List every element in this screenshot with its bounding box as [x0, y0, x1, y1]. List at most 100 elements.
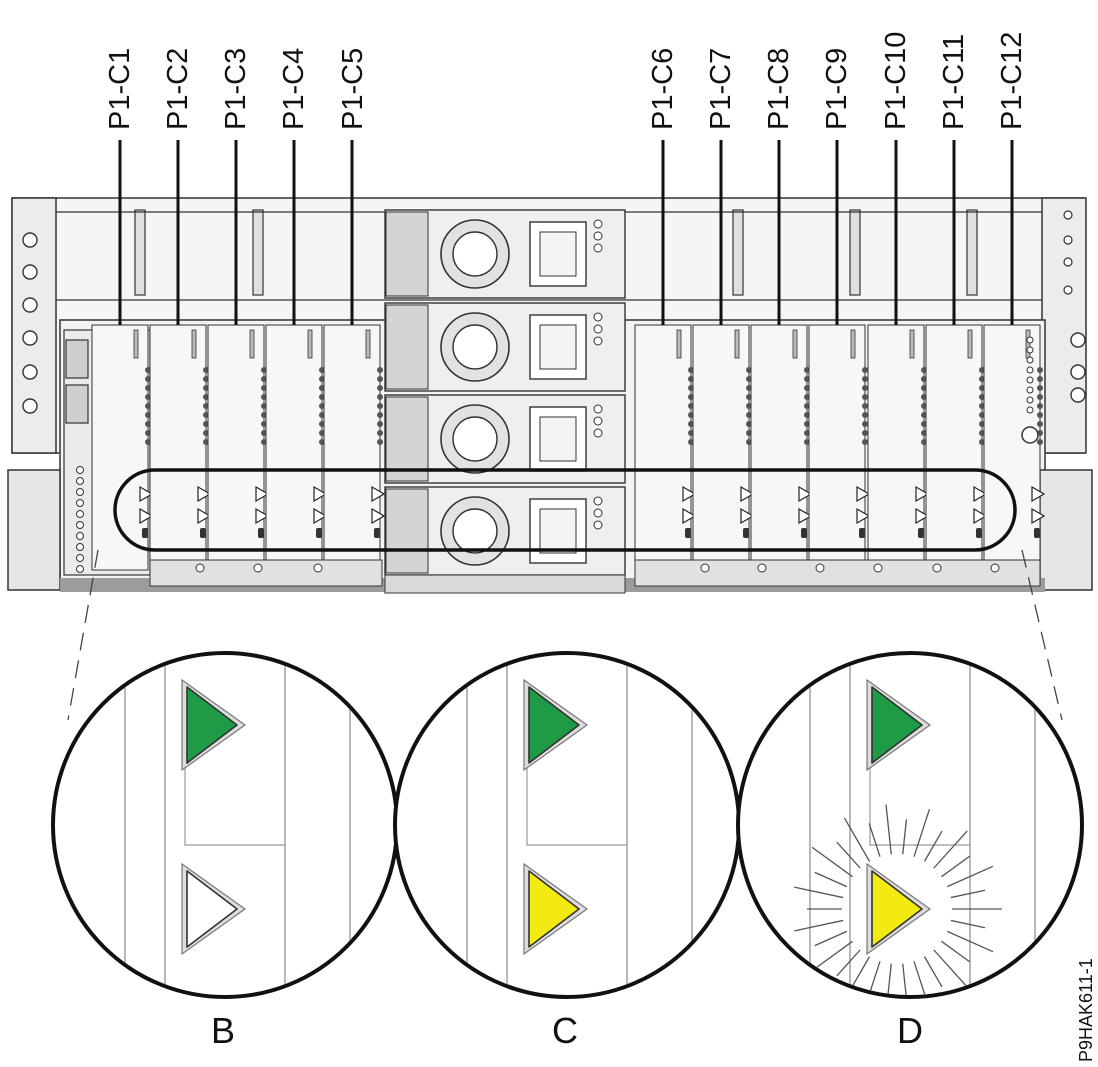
flash-ray — [913, 808, 931, 857]
status-led — [1026, 346, 1034, 354]
slot-screw — [377, 421, 383, 427]
psu-led — [593, 324, 603, 334]
panel-rail — [732, 209, 744, 296]
status-led — [1026, 336, 1034, 344]
slot-screw — [862, 385, 868, 391]
flash-rays — [794, 804, 1002, 995]
slot-led — [973, 507, 988, 525]
slot-tab — [374, 528, 380, 538]
slot-led — [915, 507, 930, 525]
slot-tab — [142, 528, 148, 538]
slot-screw — [377, 385, 383, 391]
io-led — [76, 466, 84, 474]
slot-latch — [191, 329, 197, 359]
psu-led — [593, 428, 603, 438]
zoom-circles — [51, 651, 1084, 999]
psu-led — [593, 404, 603, 414]
rack-hole — [1070, 332, 1086, 348]
slot-tab — [316, 528, 322, 538]
flash-ray — [946, 865, 994, 888]
slot-tab — [685, 528, 691, 538]
flash-ray — [923, 956, 943, 988]
slot-label-4: P1-C4 — [278, 47, 310, 130]
slot-led — [197, 485, 212, 503]
slot-led — [255, 507, 270, 525]
pcie-slot-7 — [692, 324, 750, 571]
slot-latch — [734, 329, 740, 359]
left-mount-bracket — [7, 469, 61, 591]
tray-screw — [313, 563, 323, 573]
power-led-d — [871, 686, 923, 764]
slot-latch — [133, 329, 139, 359]
slot-tab — [258, 528, 264, 538]
status-led — [1026, 386, 1034, 394]
flash-ray — [946, 930, 994, 953]
cable-tray-left — [149, 559, 383, 587]
status-led — [1026, 406, 1034, 414]
slot-led — [973, 485, 988, 503]
flash-ray — [794, 886, 844, 899]
power-led-b — [186, 686, 238, 764]
attention-led-d — [871, 870, 923, 948]
slot-tab — [801, 528, 807, 538]
tray-screw — [990, 563, 1000, 573]
psu-bay-bottom — [384, 574, 626, 594]
status-led — [1026, 366, 1034, 374]
rack-hole — [22, 398, 38, 414]
slot-screw — [862, 430, 868, 436]
slot-label-5: P1-C5 — [337, 47, 369, 130]
figure-id: P9HAK611-1 — [1076, 958, 1096, 1062]
psu-led — [593, 219, 603, 229]
slot-screw — [1037, 367, 1043, 373]
slot-screw — [377, 394, 383, 400]
psu-handle — [385, 304, 429, 390]
slot-latch — [792, 329, 798, 359]
callout-c: C — [552, 1010, 578, 1051]
slot-screw — [377, 430, 383, 436]
slot-led — [915, 485, 930, 503]
zoom-interior — [466, 655, 693, 995]
slot-latch — [307, 329, 313, 359]
io-led — [76, 477, 84, 485]
psu-led — [593, 243, 603, 253]
slot-screw — [1037, 394, 1043, 400]
slot-led — [197, 507, 212, 525]
io-led — [76, 565, 84, 573]
power-led-c — [528, 686, 580, 764]
slot-screw — [862, 367, 868, 373]
slot-screw — [862, 421, 868, 427]
flash-ray — [902, 819, 908, 855]
slot-screw — [862, 412, 868, 418]
panel-rail — [134, 209, 146, 296]
slot-label-12: P1-C12 — [996, 31, 1028, 130]
slot-led — [798, 507, 813, 525]
rack-hole — [22, 264, 38, 280]
psu-handle — [385, 211, 429, 297]
slot-led — [682, 507, 697, 525]
slot-led — [856, 507, 871, 525]
flash-ray — [941, 855, 971, 878]
slot-tab — [743, 528, 749, 538]
slot-screw — [1037, 403, 1043, 409]
io-led — [76, 554, 84, 562]
psu-inlet-socket — [539, 324, 577, 370]
tray-screw — [195, 563, 205, 573]
flash-ray — [950, 889, 986, 899]
zoom-circle-border — [736, 651, 1084, 999]
slot-outline — [526, 655, 628, 846]
flash-ray — [836, 841, 861, 869]
psu-fan-hub — [452, 324, 498, 370]
slot-screw — [377, 367, 383, 373]
led-highlight-ellipse — [67, 468, 1063, 721]
right-mount-bracket — [1039, 469, 1093, 591]
slot-label-3: P1-C3 — [220, 47, 252, 130]
slot-screw — [1037, 439, 1043, 445]
slot-led — [1031, 507, 1046, 525]
slot-tab — [918, 528, 924, 538]
slot-led — [740, 507, 755, 525]
slot-label-10: P1-C10 — [880, 31, 912, 130]
usb-port — [65, 384, 89, 424]
psu-fan-hub — [452, 508, 498, 554]
slot-led — [371, 507, 386, 525]
status-led — [1026, 396, 1034, 404]
